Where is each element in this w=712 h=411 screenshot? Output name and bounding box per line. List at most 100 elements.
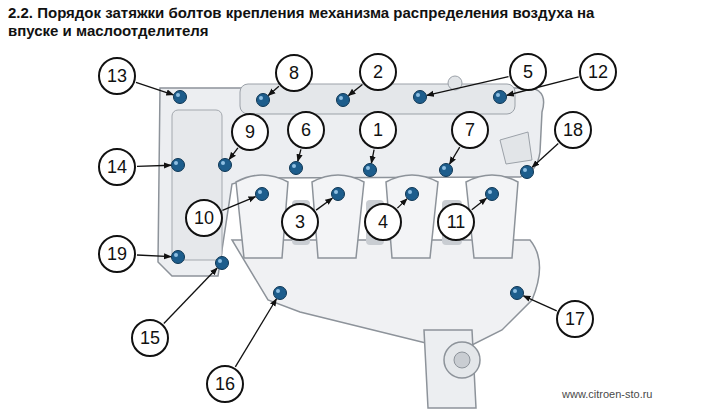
bolt-head	[486, 188, 499, 201]
callout-number: 16	[215, 375, 235, 393]
bolt-head	[521, 166, 534, 179]
bolt-head	[406, 188, 419, 201]
leader-line	[235, 299, 276, 367]
bolt-head	[337, 94, 350, 107]
leader-line	[137, 255, 171, 257]
leader-line	[164, 268, 217, 324]
bolt-highlight	[174, 161, 178, 165]
callout-number: 9	[245, 123, 255, 141]
bolt-head	[172, 251, 185, 264]
callout-circle: 14	[98, 148, 136, 186]
runner	[236, 175, 288, 258]
bolt-head	[511, 287, 524, 300]
bolt-highlight	[276, 289, 280, 293]
bolt-head	[494, 91, 507, 104]
outlet-flange	[444, 342, 480, 378]
bolt-highlight	[523, 168, 527, 172]
callout-circle: 13	[98, 57, 136, 95]
outlet-bore	[454, 352, 470, 368]
bolt-highlight	[218, 259, 222, 263]
callout-number: 18	[563, 121, 583, 139]
bolt-head	[257, 94, 270, 107]
bolt-highlight	[174, 253, 178, 257]
callout-number: 11	[447, 213, 466, 231]
bolt-head	[521, 166, 534, 179]
bolt-head	[511, 287, 524, 300]
bolt-head	[256, 188, 269, 201]
housing-pocket	[172, 110, 222, 260]
leader-line	[371, 150, 374, 164]
bolt-head	[414, 91, 427, 104]
page-title: 2.2. Порядок затяжки болтов крепления ме…	[8, 4, 648, 40]
bolt-head	[219, 159, 232, 172]
callout-number: 7	[465, 121, 475, 139]
bolt-head	[440, 164, 453, 177]
bolt-head	[219, 159, 232, 172]
bolt-head	[290, 162, 303, 175]
callout-number: 17	[565, 310, 585, 328]
bolt-highlight	[221, 161, 225, 165]
callout-circle: 5	[509, 53, 547, 91]
callout-circle: 17	[556, 300, 594, 338]
bolt-head	[364, 164, 377, 177]
callout-circle: 10	[185, 199, 223, 237]
callout-number: 13	[107, 67, 127, 85]
bolt-head	[216, 257, 229, 270]
runner	[312, 175, 364, 258]
separator-housing	[158, 88, 544, 276]
bolt-highlight	[339, 96, 343, 100]
bolt-head	[364, 164, 377, 177]
bolt-head	[486, 188, 499, 201]
bolt-highlight	[416, 93, 420, 97]
bolt-highlight	[176, 93, 180, 97]
bolt-head	[216, 257, 229, 270]
callout-circle: 19	[98, 235, 136, 273]
leader-line	[450, 147, 460, 164]
callout-circle: 18	[554, 111, 592, 149]
bolt-highlight	[292, 164, 296, 168]
bolt-head	[494, 91, 507, 104]
bolt-head	[332, 188, 345, 201]
watermark: www.citroen-sto.ru	[562, 388, 652, 400]
callout-number: 8	[289, 64, 299, 82]
bolt-head	[337, 94, 350, 107]
leader-line	[316, 198, 332, 210]
bolt-head	[274, 287, 287, 300]
bolt-head	[414, 91, 427, 104]
manifold-body	[158, 76, 544, 408]
bolt-head	[332, 188, 345, 201]
callout-number: 10	[194, 209, 214, 227]
leader-line	[397, 199, 407, 208]
breather-port	[500, 132, 532, 164]
callout-circle: 9	[231, 113, 269, 151]
bolt-head	[440, 164, 453, 177]
leader-line	[222, 197, 255, 211]
bolt-highlight	[408, 190, 412, 194]
callout-circle: 1	[359, 111, 397, 149]
callout-number: 5	[523, 63, 533, 81]
bolt-head	[274, 287, 287, 300]
callout-circle: 7	[451, 111, 489, 149]
bolt-highlight	[488, 190, 492, 194]
leader-line	[268, 86, 279, 95]
leader-line	[298, 149, 301, 161]
callout-number: 3	[295, 213, 305, 231]
callout-circle: 6	[287, 111, 325, 149]
bolt-head	[172, 159, 185, 172]
bolt-head	[172, 251, 185, 264]
leader-line	[137, 165, 171, 166]
callout-circle: 2	[359, 53, 397, 91]
bolt-head	[256, 188, 269, 201]
leader-line	[532, 143, 558, 167]
callout-circle: 8	[275, 54, 313, 92]
bolt-highlight	[366, 166, 370, 170]
bolt-head	[290, 162, 303, 175]
bolt-head	[172, 159, 185, 172]
callout-number: 2	[373, 63, 383, 81]
bolt-highlight	[259, 96, 263, 100]
callout-number: 15	[140, 329, 160, 347]
callout-circle: 11	[437, 203, 475, 241]
callout-circle: 3	[281, 203, 319, 241]
leader-line	[229, 148, 238, 159]
